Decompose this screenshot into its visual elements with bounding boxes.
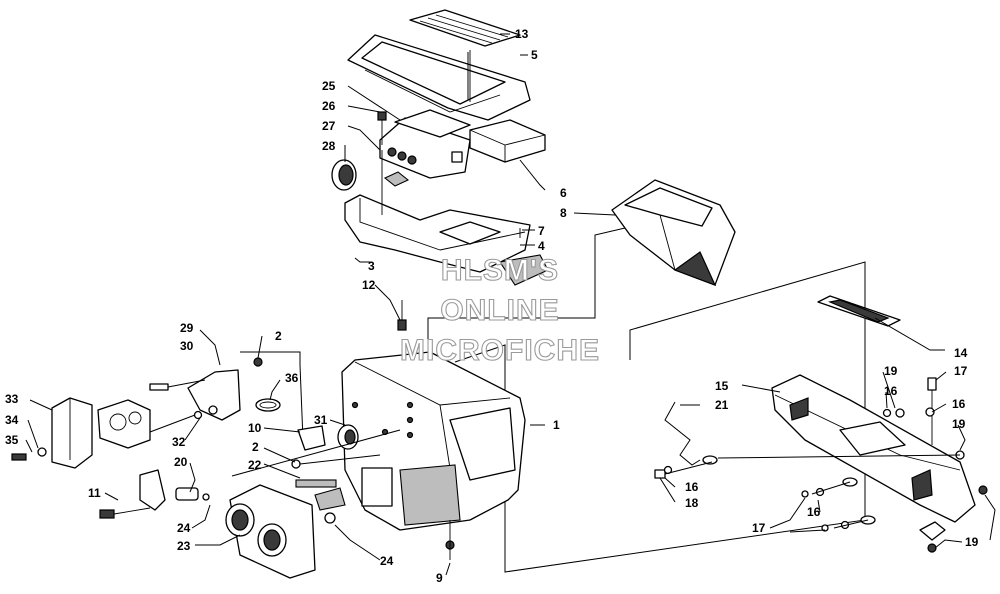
callout-5: 5 bbox=[531, 48, 538, 62]
intake-duct-part bbox=[611, 179, 736, 287]
callout-14: 14 bbox=[954, 346, 968, 360]
callout-11: 11 bbox=[88, 486, 101, 500]
callout-13: 13 bbox=[515, 27, 529, 41]
callout-15: 15 bbox=[715, 379, 729, 393]
callout-16-lower: 16 bbox=[807, 505, 821, 519]
callout-24-bottom: 24 bbox=[380, 554, 394, 568]
callout-7: 7 bbox=[538, 224, 545, 238]
callout-3: 3 bbox=[368, 259, 375, 273]
hose-part bbox=[99, 469, 210, 519]
callout-26: 26 bbox=[322, 99, 336, 113]
callout-19-bottom: 19 bbox=[965, 535, 979, 549]
callout-20: 20 bbox=[174, 455, 188, 469]
callout-16-top: 16 bbox=[884, 384, 898, 398]
callout-32: 32 bbox=[172, 435, 186, 449]
callout-10: 10 bbox=[248, 421, 262, 435]
callout-1: 1 bbox=[553, 418, 560, 432]
airbox-tray-part bbox=[344, 150, 549, 286]
boot-part bbox=[231, 424, 401, 488]
callout-24-left: 24 bbox=[177, 521, 191, 535]
right-hardware bbox=[654, 377, 988, 553]
callout-25: 25 bbox=[322, 79, 336, 93]
callout-21: 21 bbox=[715, 398, 729, 412]
callout-2-mid: 2 bbox=[252, 440, 259, 454]
callout-16-bottom: 16 bbox=[685, 480, 699, 494]
callout-6: 6 bbox=[560, 186, 567, 200]
wire-part bbox=[664, 401, 718, 466]
bracket-part bbox=[149, 357, 263, 433]
callout-16-right: 16 bbox=[952, 397, 966, 411]
watermark-line-2: ONLINE bbox=[440, 294, 559, 327]
airbox-main-part bbox=[341, 351, 526, 560]
callout-31: 31 bbox=[314, 413, 328, 427]
clamp-part bbox=[255, 398, 281, 412]
watermark-line-1: HLSM'S bbox=[441, 254, 559, 287]
callout-36: 36 bbox=[285, 371, 299, 385]
bolt-part bbox=[397, 300, 407, 331]
callout-28: 28 bbox=[322, 139, 336, 153]
callout-leaders bbox=[25, 33, 996, 576]
watermark: HLSM'S ONLINE MICROFICHE bbox=[399, 253, 600, 367]
decal-part bbox=[409, 9, 521, 47]
callout-33: 33 bbox=[5, 392, 19, 406]
callout-30: 30 bbox=[180, 339, 194, 353]
callout-8: 8 bbox=[560, 206, 567, 220]
grommet-part bbox=[331, 159, 410, 191]
electrical-box-part bbox=[377, 109, 471, 179]
inlet-part bbox=[225, 484, 346, 579]
throttle-body-part bbox=[11, 397, 151, 469]
callout-22: 22 bbox=[248, 458, 262, 472]
callout-18: 18 bbox=[685, 496, 699, 510]
callout-19-right: 19 bbox=[952, 417, 966, 431]
airbox-cover-part bbox=[347, 34, 531, 121]
callout-2-top: 2 bbox=[275, 329, 282, 343]
watermark-line-3: MICROFICHE bbox=[400, 334, 600, 367]
seal-part bbox=[817, 295, 901, 327]
callout-9: 9 bbox=[436, 571, 443, 585]
filter-element-part bbox=[469, 119, 546, 163]
callout-labels: 13 5 25 26 27 28 6 8 7 4 3 12 29 30 2 36… bbox=[5, 27, 979, 585]
callout-17-top: 17 bbox=[954, 364, 968, 378]
callout-17-bottom: 17 bbox=[752, 521, 766, 535]
callout-35: 35 bbox=[5, 433, 19, 447]
callout-12: 12 bbox=[362, 278, 376, 292]
callout-29: 29 bbox=[180, 321, 194, 335]
callout-4: 4 bbox=[538, 239, 545, 253]
callout-19-top: 19 bbox=[884, 364, 898, 378]
rear-duct-part bbox=[771, 374, 976, 523]
callout-23: 23 bbox=[177, 539, 191, 553]
callout-27: 27 bbox=[322, 119, 336, 133]
callout-34: 34 bbox=[5, 413, 19, 427]
